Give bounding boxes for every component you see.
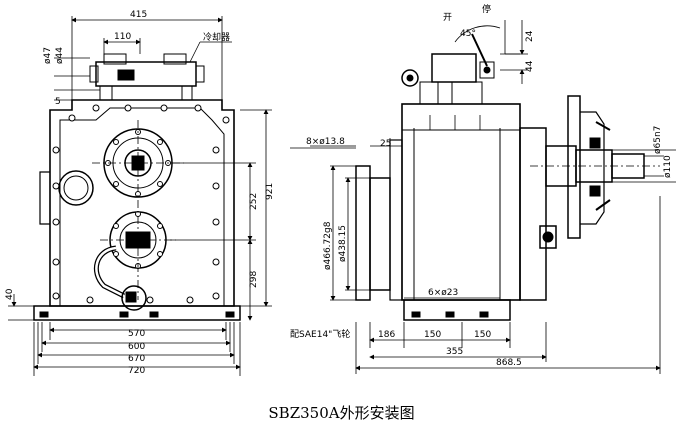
dia-110: ø110 — [663, 155, 673, 178]
open-label: 开 — [443, 12, 452, 23]
dia-65: ø65n7 — [653, 126, 663, 154]
dim-150-b: 150 — [474, 330, 491, 340]
dim-355: 355 — [446, 347, 463, 357]
dim-110: 110 — [114, 32, 131, 42]
front-housing-inner — [59, 107, 225, 306]
cooler-body — [95, 61, 197, 87]
dim-670: 670 — [128, 354, 145, 364]
dim-570: 570 — [128, 329, 145, 339]
dim-dia-44: ø44 — [55, 47, 65, 64]
side-housing — [401, 103, 521, 301]
dim-415: 415 — [130, 10, 147, 20]
dim-24: 24 — [525, 30, 535, 42]
dim-252: 252 — [249, 193, 259, 210]
front-view — [8, 16, 272, 376]
front-base-plate — [33, 305, 241, 321]
dim-150-a: 150 — [424, 330, 441, 340]
drawing-caption: SBZ350A外形安装图 — [268, 404, 415, 422]
flywheel-label: 配SAE14"飞轮 — [290, 328, 350, 340]
dim-5: 5 — [55, 97, 61, 107]
control-valve — [431, 53, 477, 83]
dim-720: 720 — [128, 366, 145, 376]
dim-44: 44 — [525, 60, 535, 72]
flywheel-flange — [355, 165, 371, 301]
side-view-labels: 开 停 45° 24 44 8×ø13.8 25 ø466.72g8 ø438.… — [290, 3, 673, 368]
dim-298: 298 — [249, 271, 259, 288]
dim-186: 186 — [378, 330, 395, 340]
side-view — [290, 20, 676, 374]
dia-438: ø438.15 — [338, 225, 348, 262]
front-view-labels: 415 110 冷却器 ø47 ø44 5 570 600 670 720 92… — [5, 10, 275, 376]
side-base — [403, 299, 511, 321]
dim-921: 921 — [265, 183, 275, 200]
dim-dia-47: ø47 — [43, 47, 53, 64]
dim-40: 40 — [5, 288, 15, 300]
front-housing-outline — [49, 99, 235, 307]
inspection-port — [58, 170, 94, 206]
dim-868-5: 868.5 — [496, 358, 522, 368]
dim-25: 25 — [380, 139, 391, 149]
holes-6x23: 6×ø23 — [428, 288, 458, 298]
dim-600: 600 — [128, 342, 145, 352]
holes-8x13-8: 8×ø13.8 — [306, 137, 345, 147]
front-bolt-holes — [52, 104, 230, 304]
front-left-bulge — [39, 171, 50, 225]
cooler-label: 冷却器 — [203, 31, 230, 43]
close-label: 停 — [482, 3, 491, 15]
angle-45: 45° — [460, 29, 476, 39]
dia-466: ø466.72g8 — [323, 221, 333, 270]
